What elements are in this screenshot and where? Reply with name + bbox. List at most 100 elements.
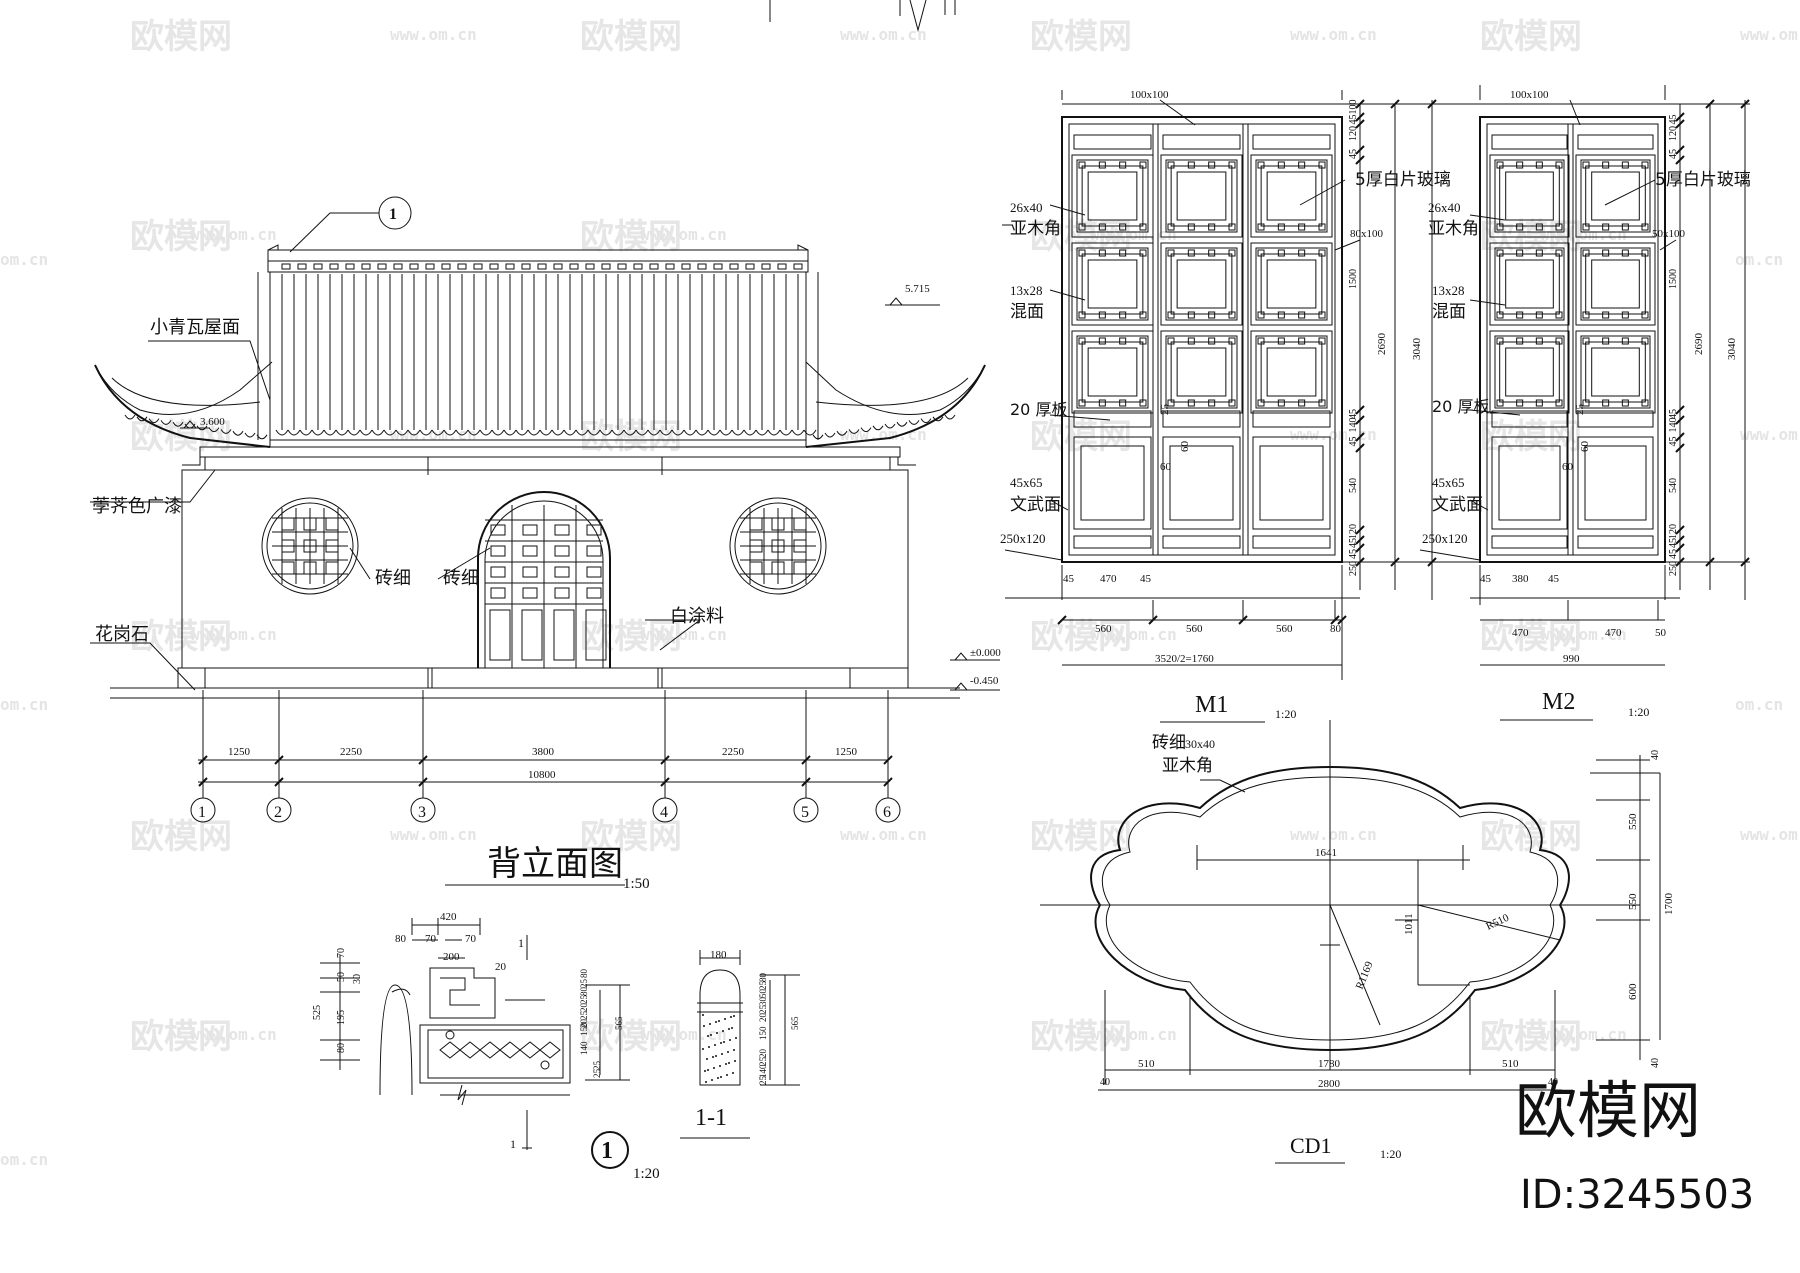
right-dim-label: 140 <box>1668 418 1679 433</box>
m1-inner-60a: 60 <box>1179 441 1191 453</box>
watermark-brand: 欧模网 <box>130 617 232 657</box>
top-rail-panel <box>1252 134 1331 150</box>
cd1-yamu: 亚木角 <box>1162 756 1213 776</box>
section-dim-label: 25 <box>758 1057 768 1067</box>
m2-dim-2690: 2690 <box>1693 333 1705 356</box>
lower-panel <box>1073 436 1152 530</box>
right-dim-label: 45 <box>1668 549 1679 559</box>
section-dim-label: 80 <box>758 973 768 983</box>
lattice-panel <box>1160 242 1243 326</box>
right-dim-label: 120 <box>1668 524 1679 539</box>
watermark-url: www.om.cn <box>840 425 927 444</box>
m2-b45b: 45 <box>1548 573 1560 585</box>
watermark-url: www.om.cn <box>640 1025 727 1044</box>
label-white: 白涂料 <box>670 606 724 627</box>
m2-d50: 50 <box>1655 627 1667 639</box>
watermark-url: www.om.cn <box>390 425 477 444</box>
watermark-brand: 欧模网 <box>580 1017 682 1057</box>
m2-b380: 380 <box>1512 573 1529 585</box>
cd1-b510b: 510 <box>1502 1058 1519 1070</box>
watermark-url: www.om.cn <box>190 1025 277 1044</box>
lower-panel <box>1252 436 1331 530</box>
detail1-dim-label: 80 <box>579 969 589 979</box>
watermark-url: www.om.cn <box>1740 25 1800 44</box>
m2-glass-label: 5厚白片玻璃 <box>1655 170 1751 190</box>
dim-3800: 3800 <box>532 746 555 758</box>
watermark-url: www.om.cn <box>390 825 477 844</box>
watermark-url: www.om.cn <box>840 25 927 44</box>
dim-1250-b: 1250 <box>835 746 858 758</box>
d1-l70: 70 <box>336 948 347 958</box>
cd1-r40b: 40 <box>1650 1058 1661 1068</box>
d1-l30: 30 <box>352 974 363 984</box>
section-dim-label: 140 <box>758 1064 768 1078</box>
m2-inner-60a: 60 <box>1579 441 1591 453</box>
lattice-panel <box>1575 154 1656 238</box>
axis-label: 2 <box>274 804 282 821</box>
lattice-panel <box>1489 330 1570 414</box>
cd1-b40b: 40 <box>1548 1077 1558 1088</box>
bottom-rail <box>1073 535 1152 549</box>
watermark-brand: 欧模网 <box>1480 17 1582 57</box>
section-dim-label: 25 <box>758 981 768 991</box>
bottom-rail <box>1252 535 1331 549</box>
label-granite: 花岗石 <box>95 624 149 645</box>
m2-hun: 混面 <box>1432 302 1466 322</box>
m1-d560c: 560 <box>1276 623 1293 635</box>
detail1-dim-label: 25 <box>592 1069 602 1079</box>
mid-board <box>1073 410 1152 428</box>
sec-width: 180 <box>710 949 727 961</box>
cd1-dim-1641: 1641 <box>1315 847 1337 859</box>
lower-panel <box>1162 436 1241 530</box>
section-dim-label: 20 <box>758 1013 768 1023</box>
d1-l525: 525 <box>312 1005 323 1020</box>
m1-d560b: 560 <box>1186 623 1203 635</box>
m2-inner-60b: 60 <box>1562 461 1574 473</box>
d1-cut-bottom: 1 <box>510 1137 516 1151</box>
detail1-dim-label: 20 <box>579 1019 589 1029</box>
dim-2250-a: 2250 <box>340 746 363 758</box>
m1-frame <box>1061 116 1343 563</box>
d1-70b: 70 <box>465 933 477 945</box>
arched-door <box>477 491 611 668</box>
watermark-brand: 欧模网 <box>1030 617 1132 657</box>
label-paint: 荸荠色广漆 <box>92 496 182 517</box>
mid-board <box>1252 410 1331 428</box>
eave-tiles <box>124 414 956 440</box>
top-rail-panel <box>1162 134 1241 150</box>
m1-hun: 混面 <box>1010 302 1044 322</box>
m1-top-size: 100x100 <box>1130 89 1169 101</box>
right-dim-label: 120 <box>1668 126 1679 141</box>
m2-yamu: 亚木角 <box>1428 219 1479 239</box>
granite-plinth <box>177 667 909 689</box>
cd1-b40a: 40 <box>1100 1077 1110 1088</box>
right-dim-label: 45 <box>1668 115 1679 125</box>
d1-200: 200 <box>443 951 460 963</box>
m2-dim-3040: 3040 <box>1726 338 1738 361</box>
cd1-r550b: 550 <box>1627 893 1639 910</box>
m1-wenwu: 文武面 <box>1010 495 1061 515</box>
right-dim-label: 1500 <box>1668 269 1679 289</box>
right-dim-label: 45 <box>1668 409 1679 419</box>
m1-mullion: 80x100 <box>1350 228 1384 240</box>
brand-id: ID:3245503 <box>1520 1172 1754 1218</box>
door-m1: 100x100 5厚白片玻璃 26x40 亚木角 80x100 13x28 混面… <box>1000 89 1480 723</box>
detail-scale: 1:20 <box>633 1166 660 1182</box>
lattice-panel <box>1160 330 1243 414</box>
watermark-brand: 欧模网 <box>580 17 682 57</box>
watermark-url: www.om.cn <box>1540 625 1627 644</box>
m1-d80: 80 <box>1330 623 1342 635</box>
watermark-url-short: om.cn <box>0 250 48 269</box>
watermark-url-short: om.cn <box>1735 250 1783 269</box>
watermark-brand: 欧模网 <box>1480 1017 1582 1057</box>
m1-leaves <box>1071 134 1333 549</box>
watermark-brand: 欧模网 <box>580 617 682 657</box>
m1-title: M1 <box>1195 692 1228 718</box>
m2-board: 20 厚板 <box>1432 397 1489 416</box>
opening-cd1: 砖细 30x40 亚木角 1641 1011 R510 R1169 40 550… <box>1040 720 1675 1164</box>
watermark-brand: 欧模网 <box>130 1017 232 1057</box>
right-dim-label: 45 <box>1348 549 1359 559</box>
